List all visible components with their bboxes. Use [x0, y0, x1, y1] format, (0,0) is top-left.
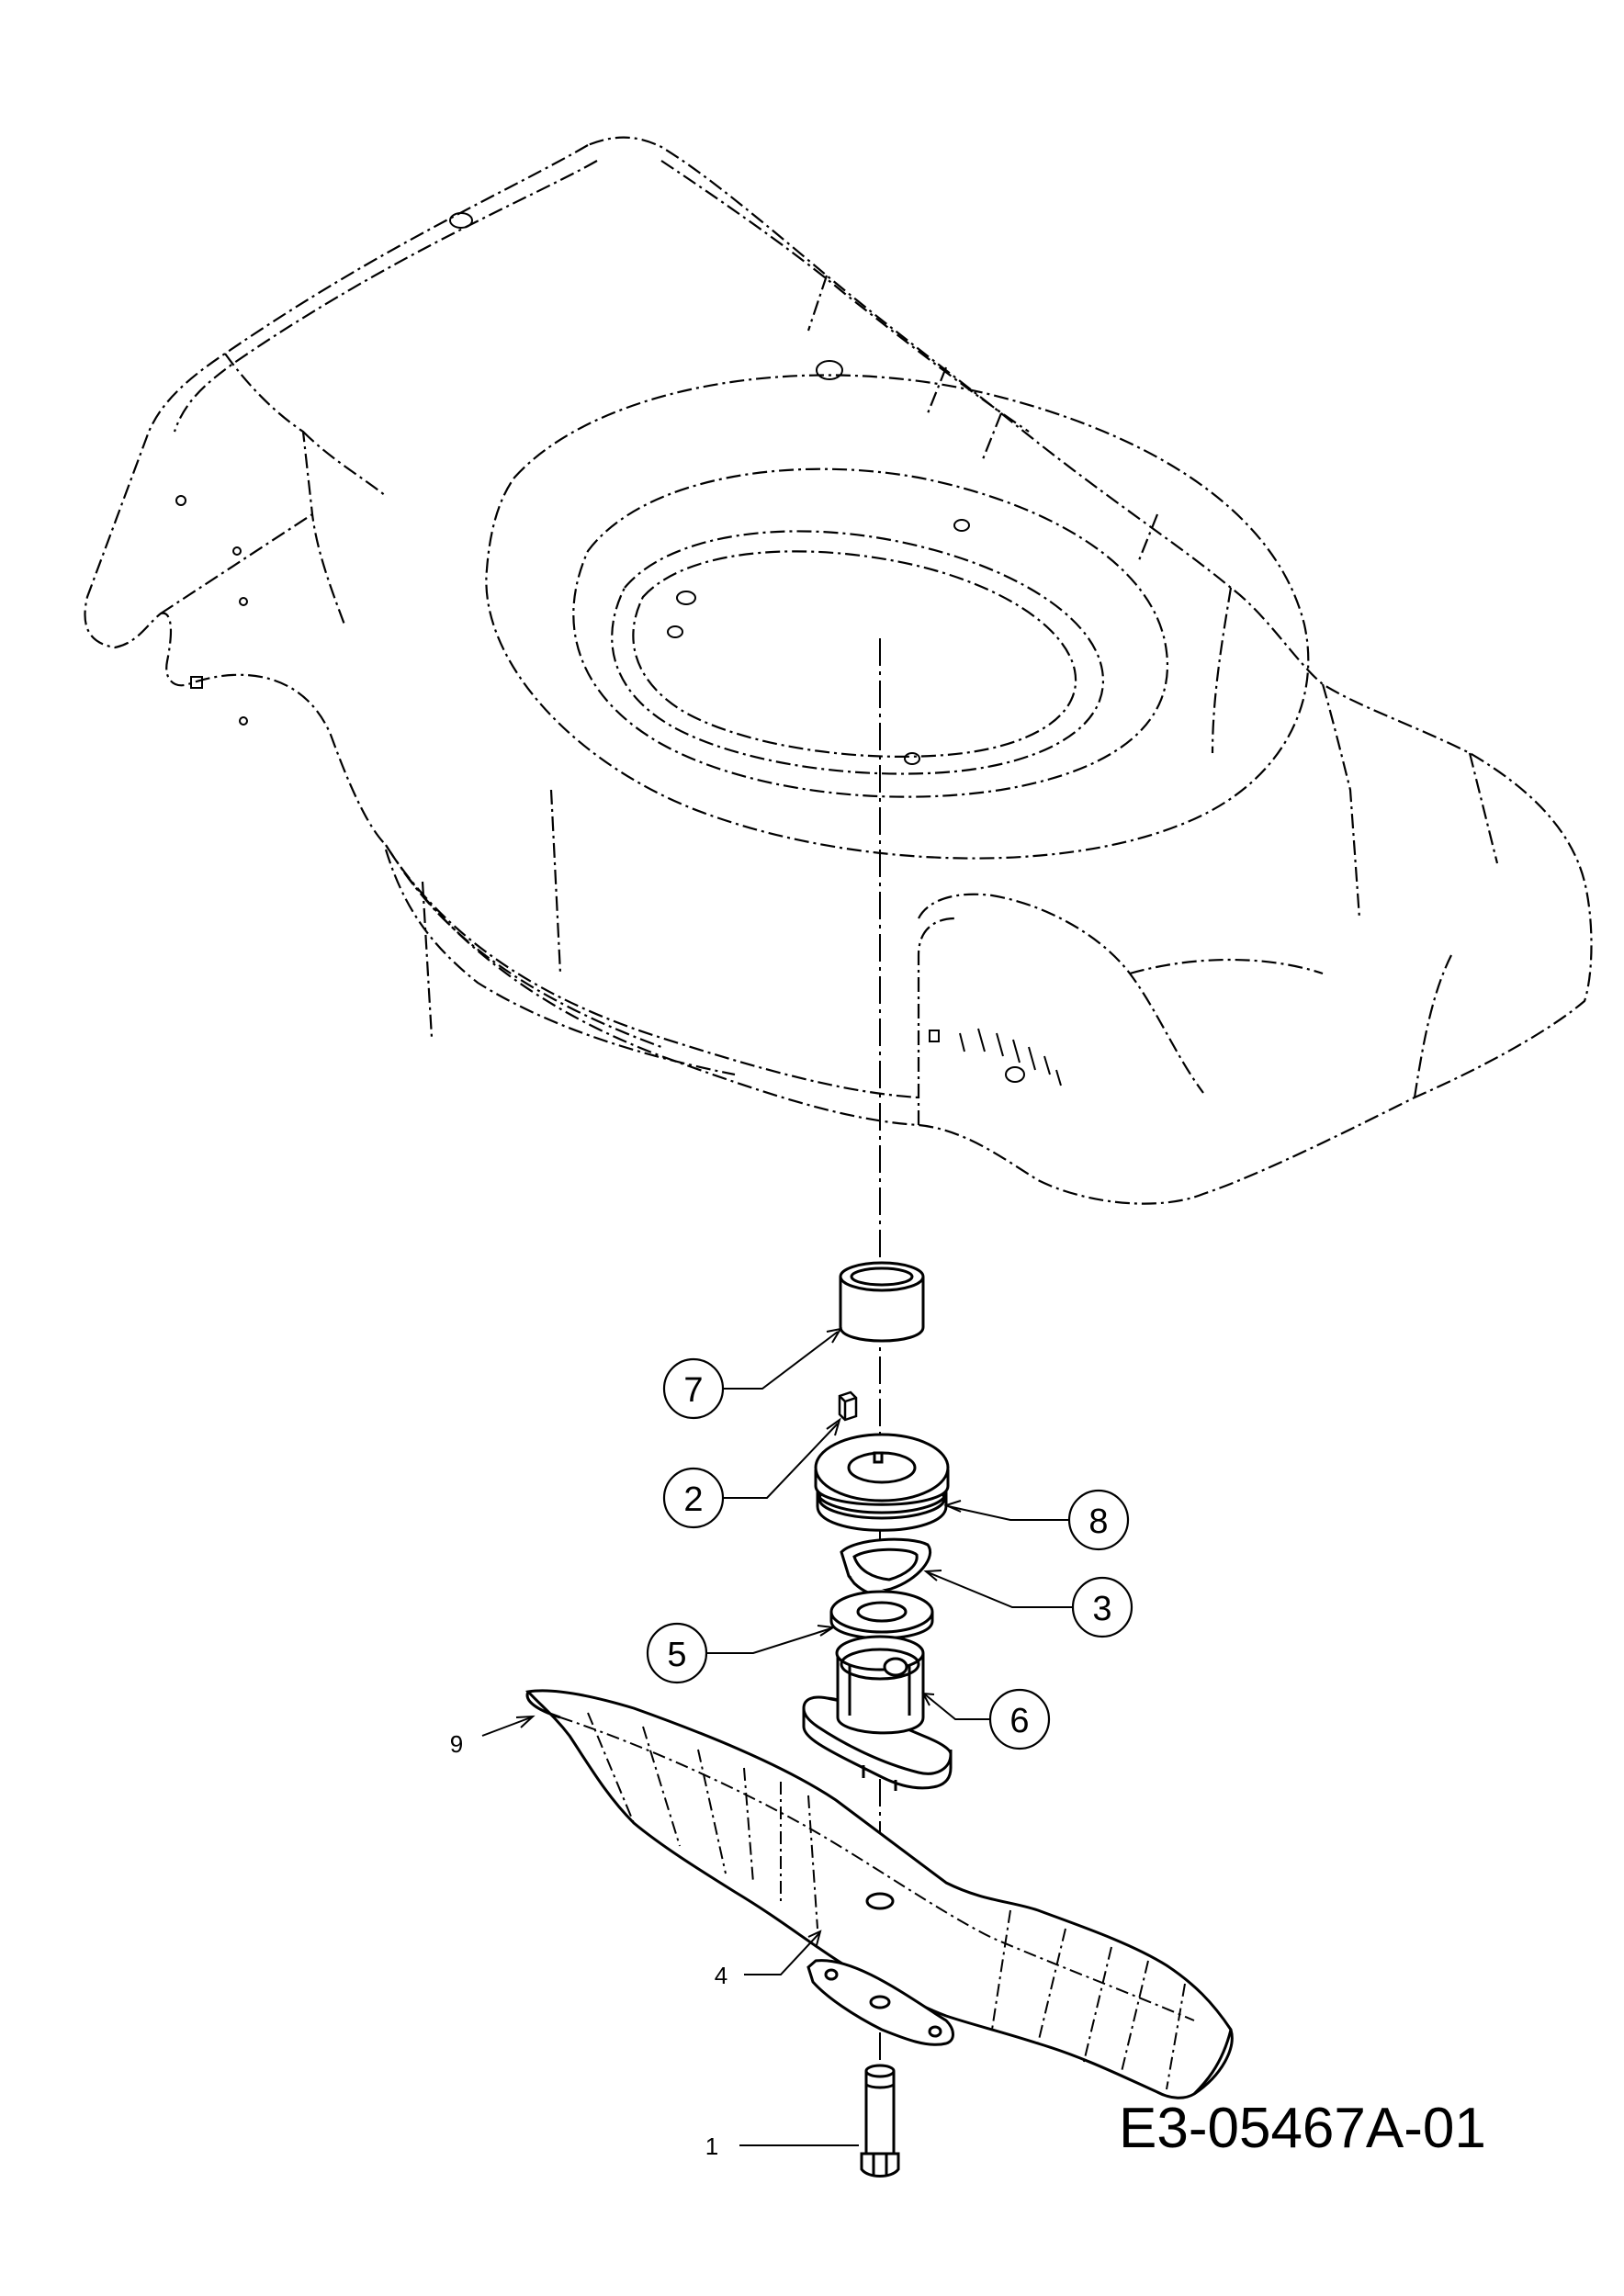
mower-blade	[524, 1689, 1234, 2099]
mower-deck-housing	[84, 136, 1593, 1205]
callout-number: 6	[1009, 1702, 1029, 1740]
callout-number: 7	[683, 1371, 703, 1410]
callout-number: 3	[1092, 1590, 1111, 1628]
callout-8: 8	[1067, 1489, 1130, 1551]
blade-retainer-plate	[806, 1959, 954, 2046]
callout-2: 2	[662, 1467, 725, 1529]
blade-twist-lines	[559, 1712, 1195, 2090]
callout-6: 6	[988, 1688, 1051, 1750]
flat-washer	[829, 1590, 934, 1640]
woodruff-key	[838, 1390, 858, 1422]
blade-bolt	[860, 2064, 900, 2178]
callout-1: 1	[705, 2133, 718, 2160]
callout-number: 2	[683, 1480, 703, 1519]
callout-number: 8	[1088, 1503, 1108, 1541]
callout-number: 5	[667, 1636, 686, 1674]
callout-4: 4	[715, 1962, 727, 1989]
leader-lines	[481, 1327, 1073, 2146]
callout-3: 3	[1071, 1576, 1133, 1638]
callout-7: 7	[662, 1357, 725, 1420]
drawing-number: E3-05467A-01	[1119, 2097, 1486, 2160]
pulley	[814, 1433, 950, 1532]
deck-details	[175, 212, 1062, 1086]
blade-washer	[840, 1537, 931, 1598]
callout-9: 9	[450, 1730, 463, 1758]
spacer-bushing	[839, 1261, 925, 1343]
callout-5: 5	[646, 1622, 708, 1684]
blade-adapter	[802, 1635, 953, 1791]
